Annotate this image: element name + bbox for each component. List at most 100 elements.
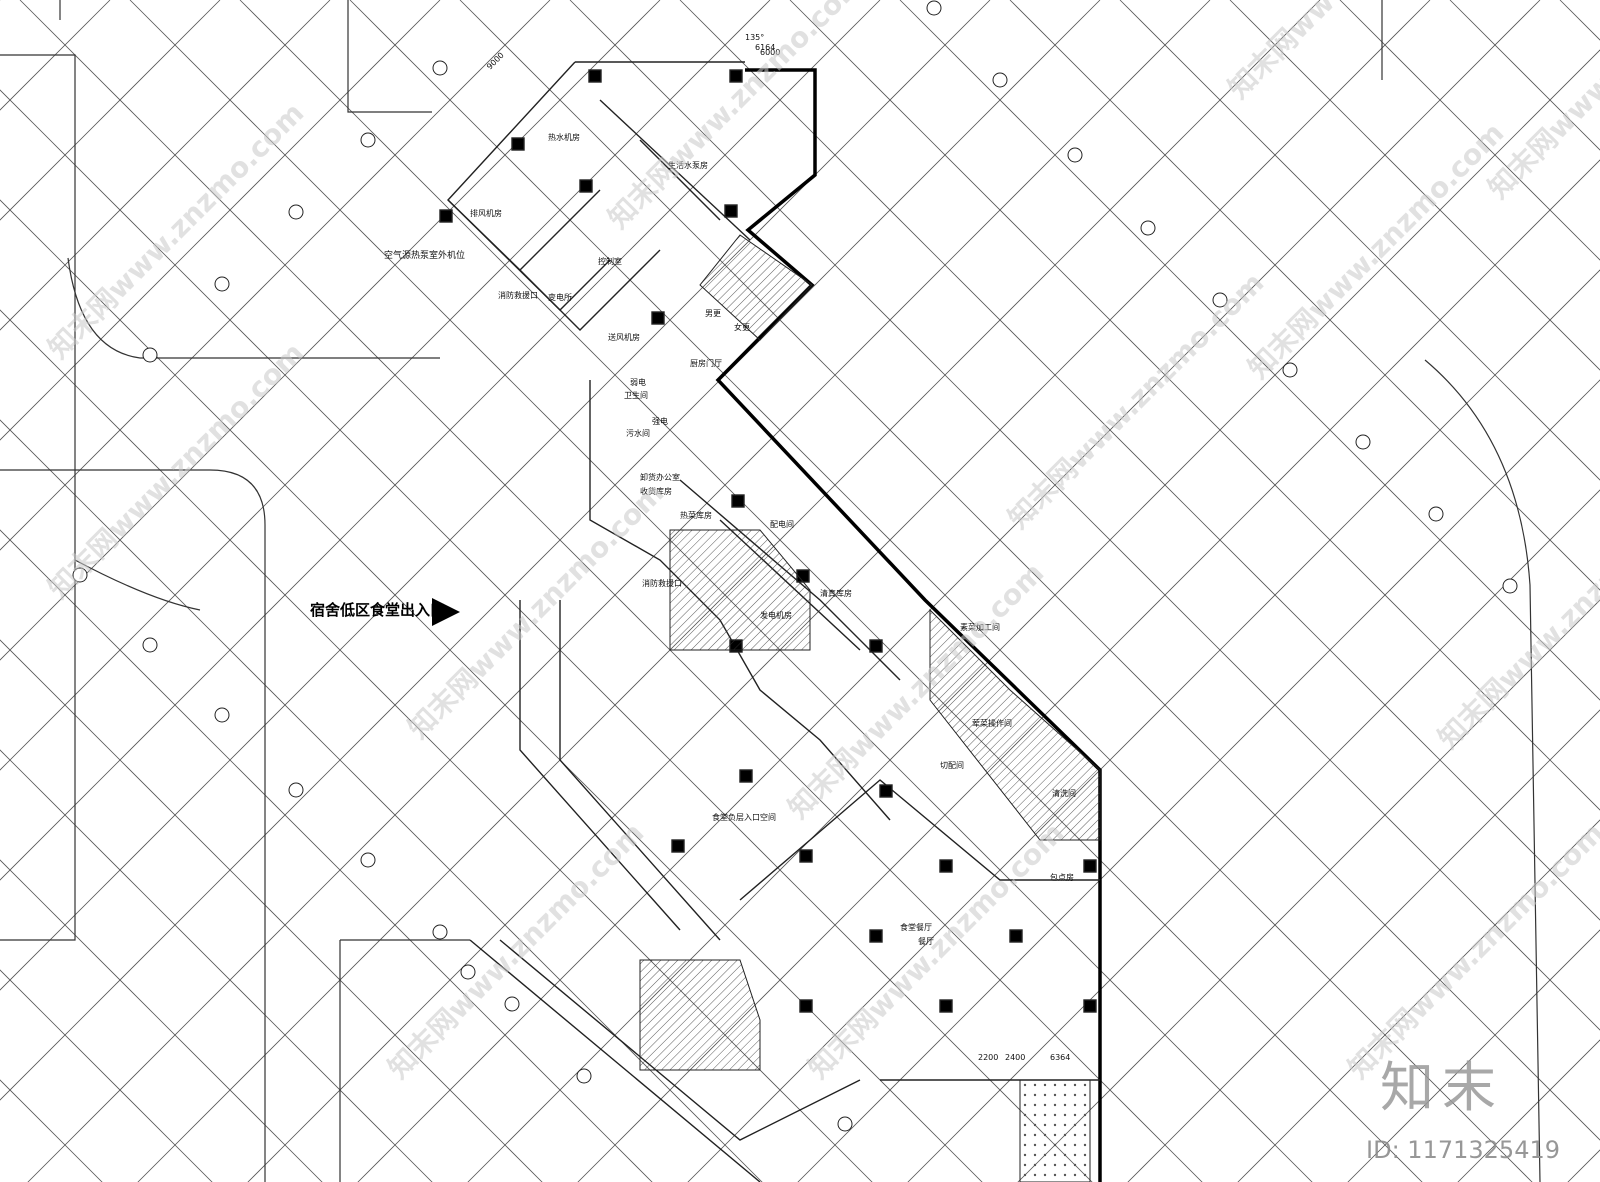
axis-marker (992, 72, 1008, 88)
grid-line (1017, 599, 1600, 1182)
room-label: 食堂负层入口空间 (712, 812, 776, 822)
dimension-label: 2400 (1005, 1053, 1025, 1062)
grid-line (687, 269, 1600, 1182)
room-label: 食堂餐厅 (900, 922, 932, 932)
entrance-label: 宿舍低区食堂出入口 (310, 601, 445, 619)
axis-marker (360, 132, 376, 148)
room-label: 荤菜操作间 (972, 718, 1012, 728)
watermark-text: 知末网www.znzmo.com (1002, 266, 1271, 535)
room-label: 热菜库房 (680, 510, 712, 520)
axis-marker (142, 347, 158, 363)
dimension-label: 135° (745, 33, 764, 42)
image-id: ID: 1171325419 (1366, 1136, 1560, 1164)
axis-marker (1140, 220, 1156, 236)
dimension-label: 6364 (1050, 1053, 1070, 1062)
watermark-text: 知末网www.znzmo.com (1432, 486, 1600, 755)
grid-line (0, 0, 661, 661)
entrance-arrow-icon (432, 598, 460, 626)
room-label: 弱电 (630, 377, 646, 387)
room-label: 包点房 (1050, 872, 1074, 882)
axis-marker (432, 60, 448, 76)
axis-marker (1212, 292, 1228, 308)
dimension-label: 9000 (485, 51, 506, 72)
grid-line (0, 0, 441, 441)
grid-line (19, 0, 1203, 1182)
axis-marker (460, 964, 476, 980)
grid-line (1237, 819, 1600, 1182)
dimension-label: 6164 (755, 43, 775, 52)
axis-marker (926, 0, 942, 16)
grid-line (1119, 0, 1600, 481)
axis-marker (837, 1116, 853, 1132)
axis-marker (1428, 506, 1444, 522)
grid-line (1127, 709, 1600, 1182)
room-label: 消防救援口 (498, 290, 538, 300)
dimension-label: 2200 (978, 1053, 998, 1062)
axis-marker (504, 996, 520, 1012)
axis-marker (1282, 362, 1298, 378)
logo-text: 知末 (1380, 1056, 1504, 1119)
grid-line (899, 0, 1600, 701)
grid-line (0, 0, 551, 551)
room-label: 空气源热泵室外机位 (384, 249, 465, 261)
axis-marker (214, 276, 230, 292)
grid-line (0, 0, 991, 991)
room-label: 收货库房 (640, 486, 672, 496)
room-label: 生活水泵房 (668, 160, 708, 170)
watermark-text: 知末网www.znzmo.com (42, 96, 311, 365)
brand-logo: 知末 (1380, 1043, 1504, 1122)
room-label: 热水机房 (548, 132, 580, 142)
axis-marker (1502, 578, 1518, 594)
grid-line (0, 0, 331, 331)
grid-line (0, 529, 653, 1182)
axis-marker (576, 1068, 592, 1084)
room-label: 餐厅 (918, 937, 934, 946)
axis-marker (1067, 147, 1083, 163)
axis-marker (288, 204, 304, 220)
axis-marker (142, 637, 158, 653)
watermark-text: 知末网www.znzmo.com (382, 816, 651, 1085)
grid-line (1339, 0, 1600, 261)
room-label: 控制室 (598, 256, 622, 266)
grid-line (0, 0, 881, 881)
grid-line (0, 0, 221, 221)
watermark-layer: 知末网www.znzmo.com知末网www.znzmo.com知末网www.z… (42, 0, 1600, 1085)
watermark-text: 知末网www.znzmo.com (1242, 116, 1511, 385)
grid-line (1347, 929, 1600, 1182)
site-boundary (0, 0, 1541, 1182)
room-label: 污水间 (626, 428, 650, 438)
axis-marker (288, 782, 304, 798)
room-label: 消防救援口 (642, 578, 682, 588)
grid-line (27, 0, 1211, 1182)
room-label: 素菜加工间 (960, 622, 1000, 632)
room-label: 切配间 (940, 761, 964, 770)
room-label: 卫生间 (624, 390, 648, 400)
room-label: 送风机房 (608, 332, 640, 342)
room-label: 变电所 (548, 292, 572, 302)
hatched-areas (639, 234, 1101, 1182)
grid-line (0, 969, 213, 1182)
room-label: 男更 (705, 309, 721, 318)
grid-line (0, 859, 323, 1182)
room-label: 清洗间 (1052, 788, 1076, 798)
room-label: 排风机房 (470, 208, 502, 218)
room-label: 卸货办公室 (640, 472, 680, 482)
room-label: 发电机房 (760, 610, 792, 620)
grid-line (577, 159, 1600, 1182)
grid-line (0, 0, 10, 1182)
axis-marker (432, 924, 448, 940)
dimension-label: 6000 (760, 48, 780, 57)
room-label: 清真库房 (820, 588, 852, 598)
grid-line (239, 0, 1423, 1182)
axis-markers (72, 0, 1518, 1132)
grid-line (0, 89, 1093, 1182)
grid-line (789, 0, 1600, 811)
grid-line (0, 419, 763, 1182)
grid-line (797, 379, 1600, 1182)
axis-marker (1355, 434, 1371, 450)
watermark-text: 知末网www.znzmo.com (802, 816, 1071, 1085)
axis-marker (360, 852, 376, 868)
entrance-marker: 宿舍低区食堂出入口 (310, 598, 460, 626)
